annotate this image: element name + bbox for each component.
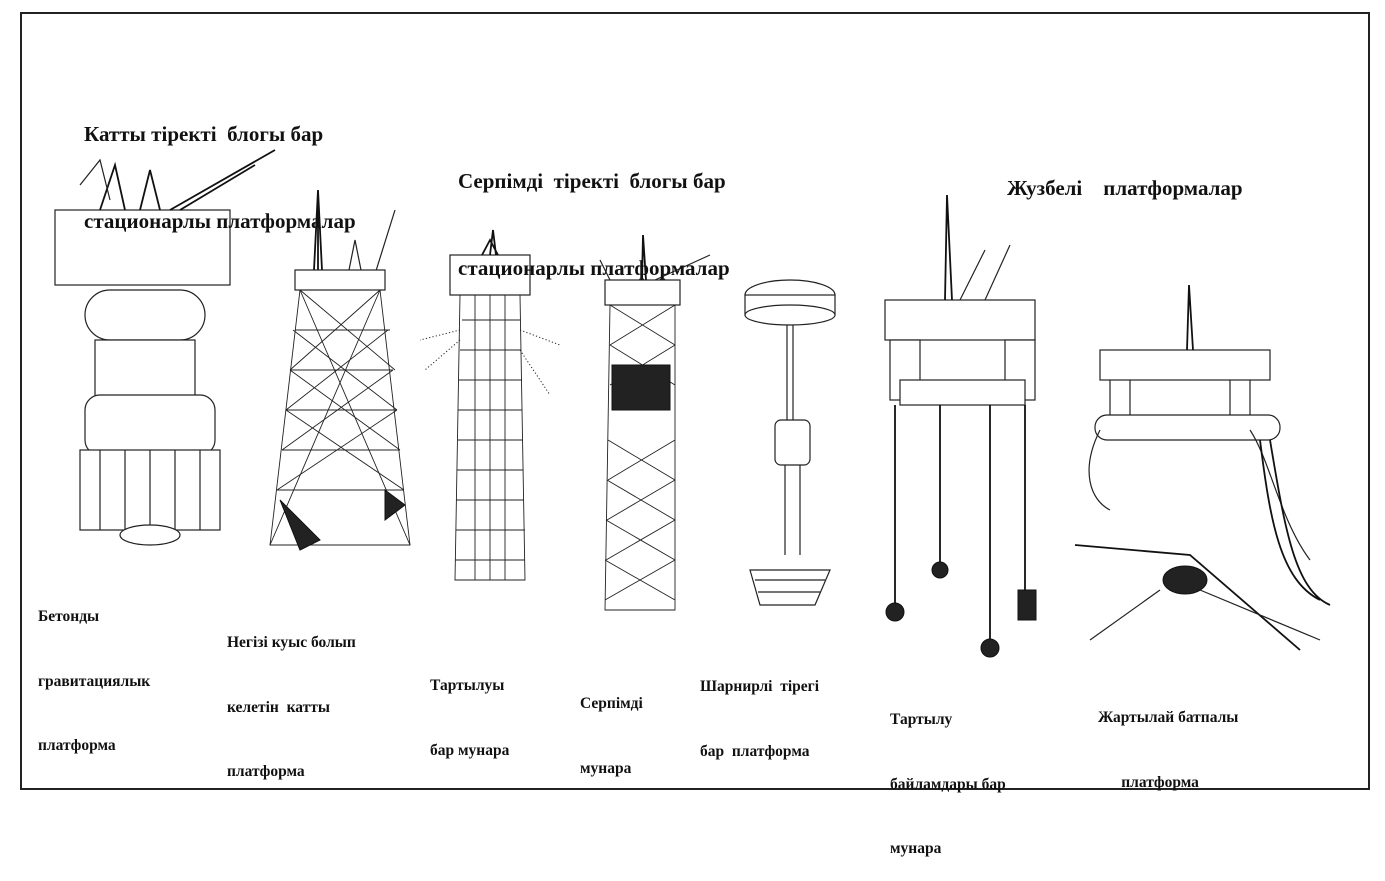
steel-jacket-platform-drawing [269, 189, 411, 551]
rigid-platforms-heading: Катты тіректі блогы бар стационарлы плат… [84, 62, 356, 265]
caption-line: бар мунара [430, 741, 510, 759]
caption-line: Шарнирлі тірегі [700, 678, 820, 695]
caption-compliant-tower: Серпімді мунара [580, 650, 643, 801]
flexible-heading-line1: Серпімді тіректі блогы бар [458, 169, 726, 193]
caption-articulated-platform: Шарнирлі тірегі бар платформа [700, 633, 819, 784]
concrete-gravity-platform-drawing [54, 149, 276, 546]
caption-line: гравитациялык [38, 672, 151, 690]
caption-line: байламдары бар [890, 775, 1006, 793]
caption-steel-jacket: Негізі куыс болып келетін катты платформ… [227, 589, 356, 804]
articulated-platform-drawing [744, 279, 836, 606]
tension-leg-platform-drawing [884, 194, 1037, 658]
caption-concrete-gravity: Бетонды гравитациялык платформа [38, 563, 150, 778]
caption-line: Бетонды [38, 608, 100, 625]
caption-line: Тартылу [890, 711, 953, 728]
caption-tension-leg: Тартылу байламдары бар мунара [890, 666, 1006, 881]
flexible-platforms-heading: Серпімді тіректі блогы бар стационарлы п… [458, 109, 730, 312]
caption-line: Серпімді [580, 695, 643, 712]
caption-line: Жартылай батпалы [1098, 709, 1239, 726]
platforms-illustration [54, 149, 1331, 658]
caption-line: Негізі куыс болып [227, 634, 356, 651]
caption-line: келетін катты [227, 698, 330, 716]
compliant-tower-drawing [599, 234, 711, 611]
caption-line: платформа [1098, 773, 1199, 791]
diagram-frame [20, 12, 1370, 790]
flexible-heading-line2: стационарлы платформалар [458, 256, 730, 280]
rigid-heading-line2: стационарлы платформалар [84, 209, 356, 233]
caption-line: Тартылуы [430, 677, 505, 694]
caption-line: платформа [38, 737, 116, 754]
rigid-heading-line1: Катты тіректі блогы бар [84, 122, 324, 146]
caption-line: бар платформа [700, 742, 810, 760]
guyed-tower-drawing [419, 229, 561, 581]
caption-line: мунара [580, 759, 632, 777]
floating-platforms-heading: Жузбелі платформалар [1007, 176, 1243, 200]
caption-line: платформа [227, 763, 305, 780]
semi-submersible-platform-drawing [1074, 284, 1331, 651]
caption-semi-submersible: Жартылай батпалы платформа [1098, 664, 1238, 815]
caption-line: мунара [890, 840, 942, 857]
caption-guyed-tower: Тартылуы бар мунара [430, 632, 509, 783]
